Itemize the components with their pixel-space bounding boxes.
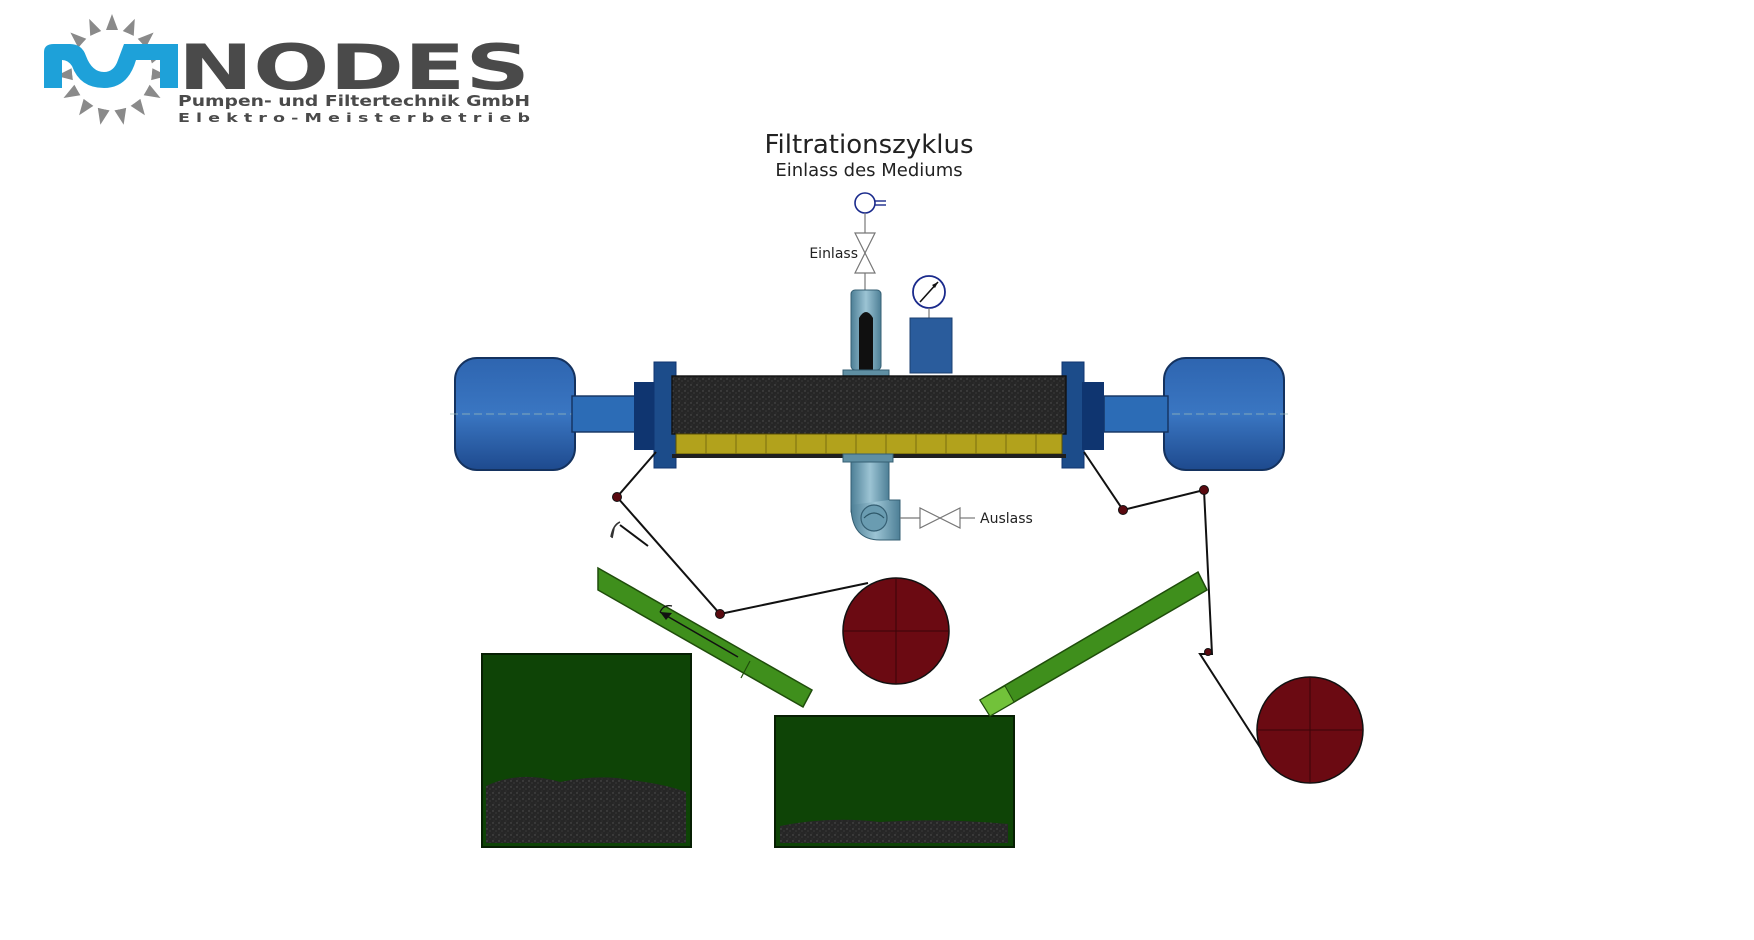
right-drum bbox=[1100, 357, 1292, 471]
outlet-valve-icon bbox=[919, 507, 961, 529]
filter-trough bbox=[675, 433, 1063, 455]
company-logo: NODES Pumpen- und Filtertechnik GmbH E l… bbox=[44, 14, 531, 125]
left-guide-roller bbox=[612, 492, 622, 502]
right-waste-roll bbox=[1256, 676, 1364, 784]
sun-icon bbox=[44, 14, 178, 125]
inlet-pipe bbox=[842, 289, 890, 379]
right-chute bbox=[978, 570, 1208, 718]
right-tension-roller bbox=[1199, 485, 1209, 495]
filter-housing bbox=[634, 361, 1104, 469]
diagram-subtitle: Einlass des Mediums bbox=[775, 160, 962, 181]
scraper-icon bbox=[610, 521, 621, 539]
left-collection-bin bbox=[481, 653, 692, 848]
logo-brand: NODES bbox=[178, 31, 530, 104]
right-belt bbox=[1083, 451, 1266, 756]
left-chute bbox=[597, 566, 814, 709]
inlet-valve-icon bbox=[854, 232, 876, 274]
logo-tagline: Pumpen- und Filtertechnik GmbH bbox=[178, 92, 530, 110]
left-belt bbox=[615, 451, 869, 616]
inlet-label: Einlass bbox=[809, 246, 858, 262]
diagram-title: Filtrationszyklus bbox=[764, 130, 973, 160]
right-guide-roller bbox=[1118, 505, 1128, 515]
sensor-housing bbox=[909, 317, 953, 374]
left-drum bbox=[450, 357, 640, 471]
right-lower-roller bbox=[1204, 648, 1212, 656]
inlet-pump-icon bbox=[854, 192, 886, 214]
pressure-gauge-icon bbox=[912, 275, 946, 318]
logo-subtagline: E l e k t r o - M e i s t e r b e t r i … bbox=[178, 111, 531, 125]
left-waste-roll bbox=[842, 577, 950, 685]
outlet-label: Auslass bbox=[980, 511, 1033, 527]
left-tension-roller bbox=[715, 609, 725, 619]
middle-collection-bin bbox=[774, 715, 1015, 848]
outlet-pipe bbox=[842, 453, 901, 541]
